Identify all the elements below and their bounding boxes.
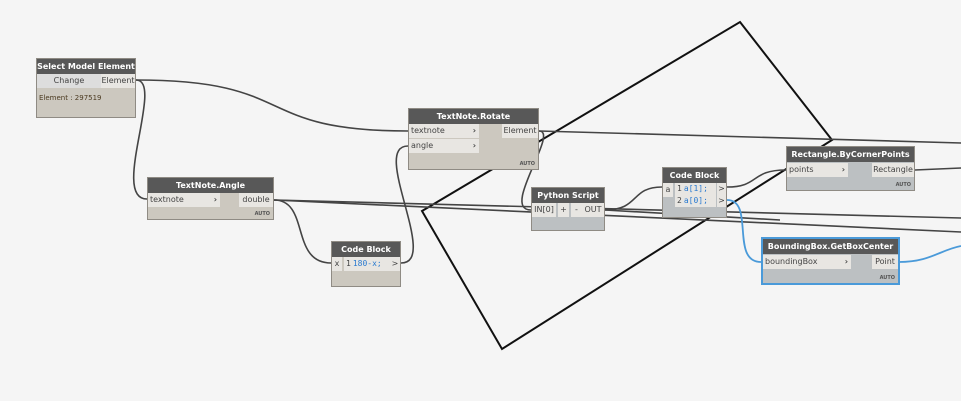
output-port-out[interactable]: OUT <box>582 203 604 217</box>
output-port[interactable]: > <box>390 257 400 271</box>
input-port-boundingbox[interactable]: boundingBox › <box>763 255 851 269</box>
port-label: textnote <box>150 195 184 204</box>
lacing-label: AUTO <box>519 161 535 167</box>
lacing-label: AUTO <box>879 275 895 281</box>
output-port-element[interactable]: Element <box>502 124 538 138</box>
change-button[interactable]: Change <box>37 74 101 88</box>
code-text: 180-x; <box>352 259 382 268</box>
wire-rectangle-out[interactable] <box>914 167 961 171</box>
lacing-label: AUTO <box>895 182 911 188</box>
node-title: Rectangle.ByCornerPoints <box>787 147 914 162</box>
wire-double-right-1[interactable] <box>273 199 961 233</box>
add-input-button[interactable]: + <box>558 203 569 217</box>
output-port-double[interactable]: double <box>239 193 273 207</box>
lacing-label: AUTO <box>254 211 270 217</box>
node-title: Code Block <box>332 242 400 257</box>
wire-element-to-rotate[interactable] <box>135 79 409 132</box>
chevron-right-icon: › <box>472 126 476 135</box>
input-port-in0[interactable]: IN[0] <box>532 203 556 217</box>
node-title: Python Script <box>532 188 604 203</box>
wire-codeblock-to-rectangle[interactable] <box>726 169 787 188</box>
input-port-x[interactable]: x <box>332 257 342 271</box>
input-port-angle[interactable]: angle › <box>409 139 479 153</box>
node-textnote-angle[interactable]: TextNote.Angle textnote › double AUTO <box>147 177 274 220</box>
input-port-textnote[interactable]: textnote › <box>409 124 479 138</box>
node-title: Code Block <box>663 168 726 183</box>
wire-codeblock-to-bbox[interactable] <box>726 199 762 263</box>
rotated-rectangle-preview <box>420 20 834 351</box>
node-title: TextNote.Angle <box>148 178 273 193</box>
chevron-right-icon: › <box>472 141 476 150</box>
element-value: Element : 297519 <box>39 94 102 102</box>
input-port-a[interactable]: a <box>663 183 673 197</box>
line-number: 1 <box>677 184 682 193</box>
code-text: a[1]; <box>683 184 708 193</box>
input-port-points[interactable]: points › <box>787 163 848 177</box>
chevron-right-icon: › <box>844 257 848 266</box>
wire-rotate-to-python[interactable] <box>521 130 545 211</box>
output-port-point[interactable]: Point <box>872 255 898 269</box>
chevron-right-icon: › <box>213 195 217 204</box>
input-port-textnote[interactable]: textnote › <box>148 193 220 207</box>
wire-double-to-codeblock[interactable] <box>273 199 332 264</box>
output-port-1[interactable]: > <box>717 183 726 195</box>
line-number: 2 <box>677 196 682 205</box>
wire-rotate-right[interactable] <box>538 130 961 144</box>
code-text: a[0]; <box>683 196 708 205</box>
wire-python-to-codeblock[interactable] <box>604 186 663 211</box>
node-title: TextNote.Rotate <box>409 109 538 124</box>
line-number: 1 <box>346 259 351 268</box>
wire-point-out[interactable] <box>898 245 961 263</box>
port-label: textnote <box>411 126 445 135</box>
wire-codeblock-to-angle[interactable] <box>395 145 414 264</box>
output-port-element[interactable]: Element <box>101 74 135 88</box>
node-select-model-element[interactable]: Select Model Element Change Element Elem… <box>36 58 136 118</box>
port-label: points <box>789 165 814 174</box>
remove-input-button[interactable]: - <box>571 203 582 217</box>
node-title: BoundingBox.GetBoxCenter <box>763 239 898 254</box>
wire-element-to-angle[interactable] <box>132 79 148 200</box>
node-rectangle-by-corner-points[interactable]: Rectangle.ByCornerPoints points › Rectang… <box>786 146 915 191</box>
output-port-rectangle[interactable]: Rectangle <box>872 163 914 177</box>
node-title: Select Model Element <box>37 59 135 74</box>
node-boundingbox-getboxcenter[interactable]: BoundingBox.GetBoxCenter boundingBox › Po… <box>761 237 900 285</box>
chevron-right-icon: › <box>841 165 845 174</box>
node-python-script[interactable]: Python Script IN[0] + - OUT <box>531 187 605 231</box>
port-label: boundingBox <box>765 257 818 266</box>
node-textnote-rotate[interactable]: TextNote.Rotate textnote › angle › Element… <box>408 108 539 170</box>
output-port-2[interactable]: > <box>717 195 726 207</box>
port-label: angle <box>411 141 434 150</box>
